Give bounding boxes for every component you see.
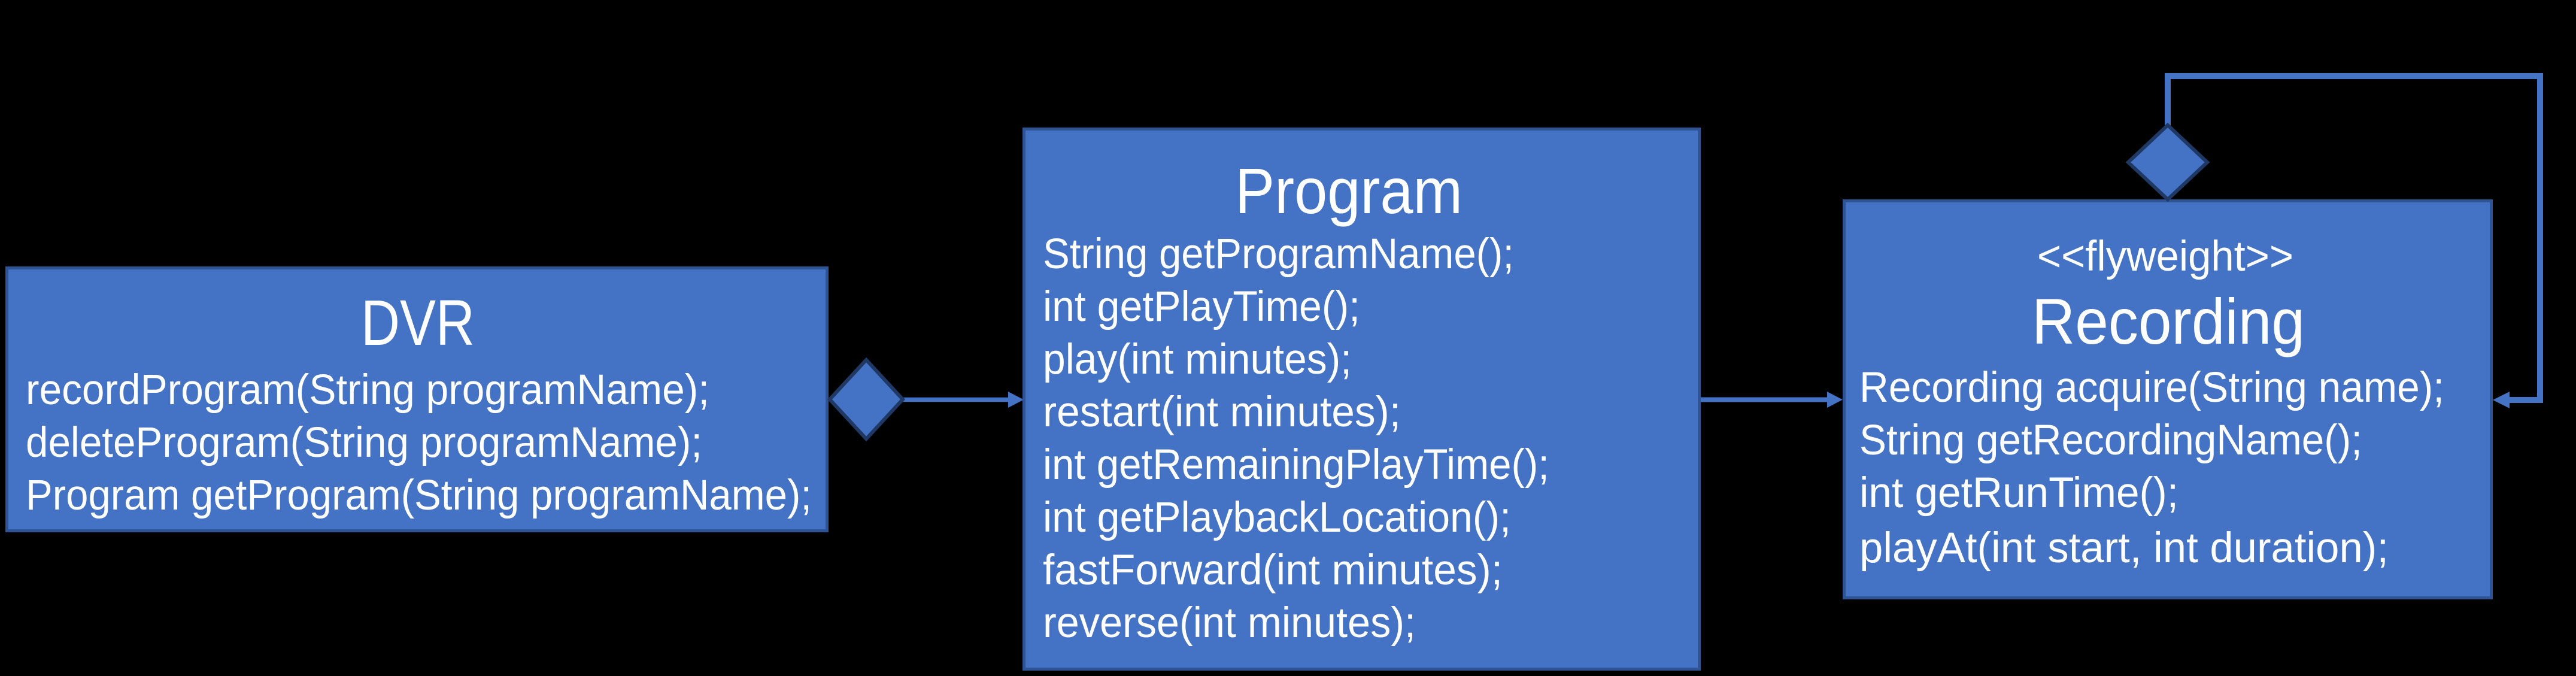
- svg-text:int getRunTime();: int getRunTime();: [1859, 469, 2178, 517]
- svg-text:int getPlaybackLocation();: int getPlaybackLocation();: [1043, 494, 1511, 541]
- svg-text:deleteProgram(String programNa: deleteProgram(String programName);: [26, 419, 702, 466]
- svg-text:DVR: DVR: [361, 286, 475, 359]
- svg-text:<<flyweight>>: <<flyweight>>: [2037, 233, 2293, 280]
- svg-text:recordProgram(String programNa: recordProgram(String programName);: [26, 366, 709, 414]
- svg-text:int getPlayTime();: int getPlayTime();: [1043, 283, 1360, 331]
- svg-text:String getRecordingName();: String getRecordingName();: [1859, 417, 2362, 464]
- svg-text:Program: Program: [1235, 154, 1463, 227]
- svg-text:String getProgramName();: String getProgramName();: [1043, 231, 1514, 278]
- svg-text:Program getProgram(String prog: Program getProgram(String programName);: [26, 472, 812, 519]
- svg-text:Recording: Recording: [2032, 285, 2305, 357]
- svg-text:Recording acquire(String name): Recording acquire(String name);: [1859, 364, 2444, 411]
- svg-text:restart(int minutes);: restart(int minutes);: [1043, 389, 1401, 436]
- svg-text:fastForward(int minutes);: fastForward(int minutes);: [1043, 547, 1503, 594]
- svg-text:playAt(int start, int duration: playAt(int start, int duration);: [1859, 525, 2389, 572]
- svg-text:play(int minutes);: play(int minutes);: [1043, 336, 1352, 383]
- svg-text:reverse(int minutes);: reverse(int minutes);: [1043, 599, 1416, 647]
- svg-text:int getRemainingPlayTime();: int getRemainingPlayTime();: [1043, 441, 1549, 489]
